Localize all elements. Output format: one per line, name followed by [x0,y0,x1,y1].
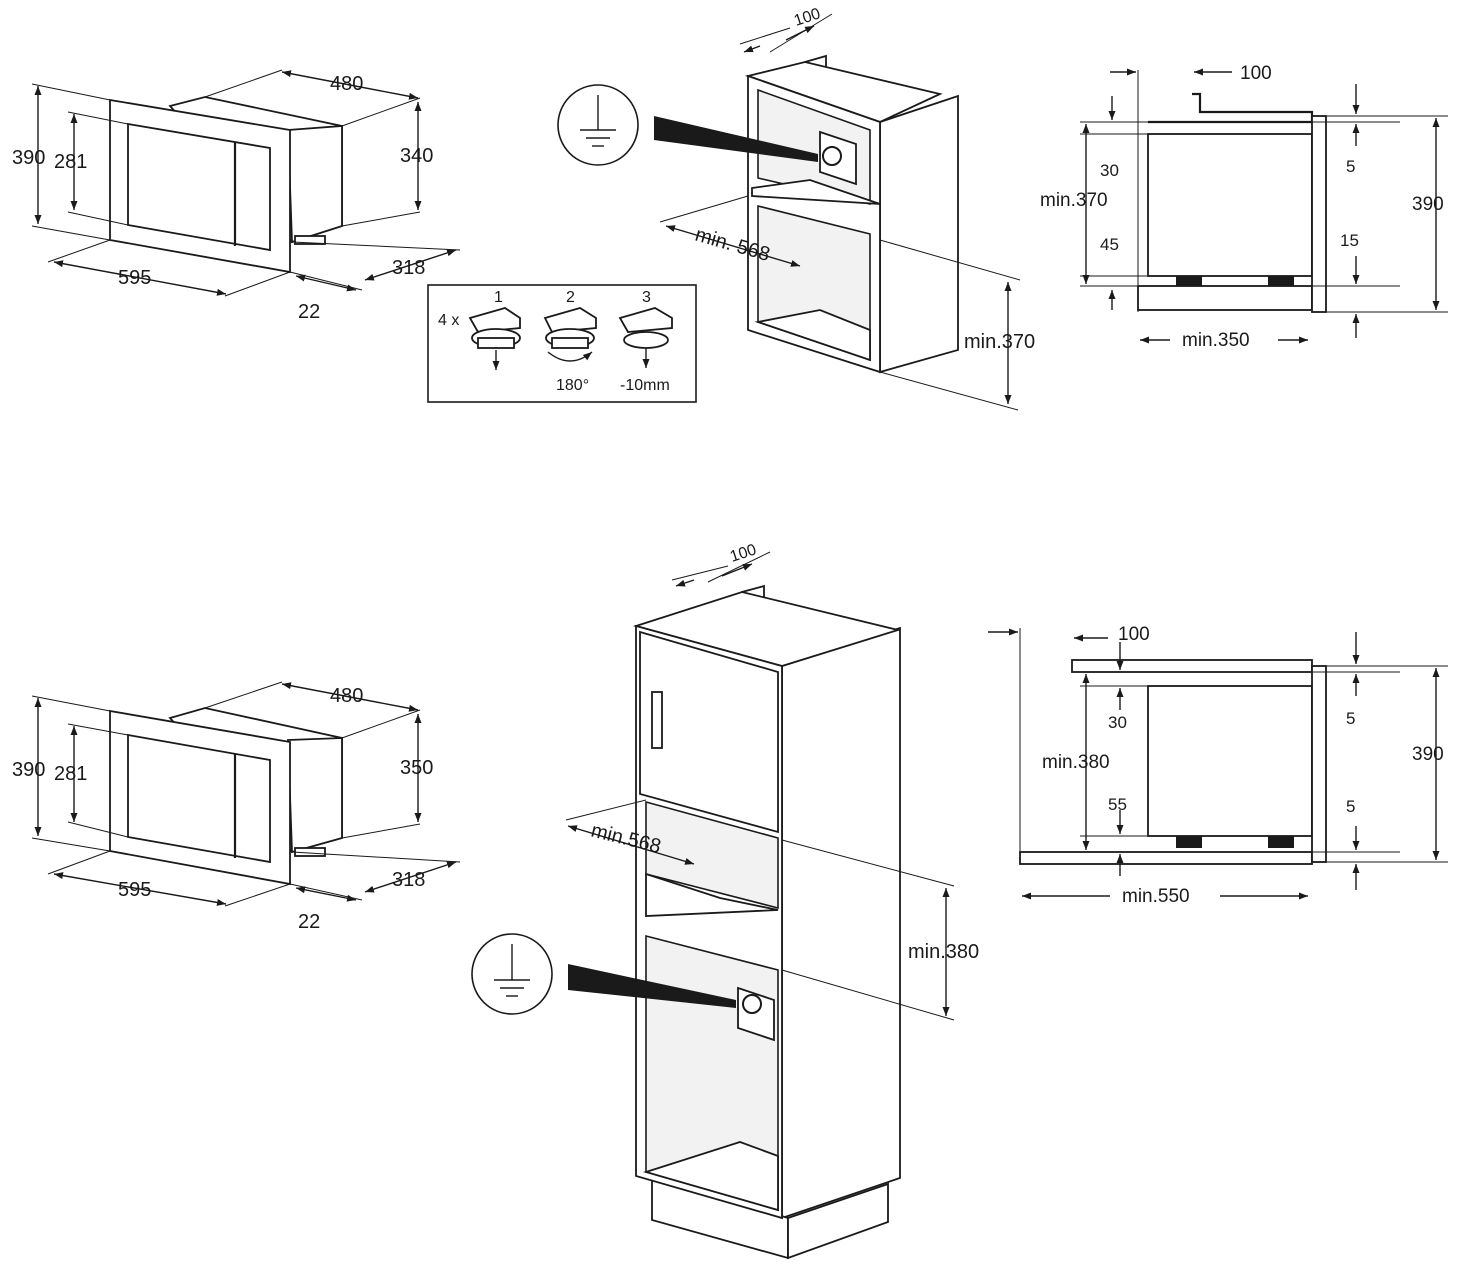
dim-width-b: 595 [118,879,151,901]
dim-frame: 22 [298,301,320,323]
section-depth: min.350 [1182,330,1250,351]
foot-2-icon [543,307,597,362]
section-right-top-b: 5 [1346,709,1355,728]
section-gap-b: 100 [1118,624,1150,645]
section-right-bottom: 15 [1340,231,1359,250]
dim-depth: 318 [392,257,425,279]
dim-inner-height: 281 [54,151,87,173]
cabinet-height-b: min.380 [908,941,979,963]
dim-body-height-b: 350 [400,757,433,779]
section-gap: 100 [1240,63,1272,84]
feet-adjust-panel: 4 x 1 2 3 180° -10mm [427,284,697,403]
dim-body-height: 340 [400,145,433,167]
dim-frame-b: 22 [298,911,320,933]
dim-height-b: 390 [12,759,45,781]
feet-rotate: 180° [556,377,589,394]
feet-step-1: 1 [494,289,503,306]
section-bottom-clear-b: 55 [1108,795,1127,814]
dim-depth-b: 318 [392,869,425,891]
dim-width-top: 480 [330,73,363,95]
section-top: 100 30 min.370 45 5 15 390 min.350 [1040,63,1448,351]
feet-step-3: 3 [642,289,651,306]
foot-1-icon [468,307,521,370]
section-total-b: 390 [1412,744,1444,765]
section-total: 390 [1412,194,1444,215]
dim-inner-height-b: 281 [54,763,87,785]
section-right-bottom-b: 5 [1346,797,1355,816]
dim-width-top-b: 480 [330,685,363,707]
feet-lower: -10mm [620,377,670,394]
feet-count: 4 x [438,312,459,329]
cabinet-top: 100 min. 568 min.370 [557,5,1035,411]
foot-3-icon [618,307,673,368]
door-handle [651,691,663,749]
cabinet-height: min.370 [964,331,1035,353]
microwave-bottom: 390 281 480 350 595 318 22 [12,681,461,933]
section-top-clear-b: 30 [1108,713,1127,732]
dim-height: 390 [12,147,45,169]
cabinet-bottom: 100 min.568 min.380 [471,541,979,1260]
ground-symbol-icon-b [471,933,553,1015]
section-right-top: 5 [1346,157,1355,176]
section-niche: min.370 [1040,190,1108,211]
microwave-top: 390 281 480 340 595 318 22 [12,69,461,323]
section-bottom-clear: 45 [1100,235,1119,254]
cabinet-gap: 100 [792,5,823,29]
dim-width: 595 [118,267,151,289]
section-depth-b: min.550 [1122,886,1190,907]
section-top-clear: 30 [1100,161,1119,180]
cabinet-gap-b: 100 [728,541,759,565]
socket-icon [822,146,842,166]
ground-symbol-icon [557,84,639,166]
section-bottom: 100 30 min.380 55 5 5 390 min.550 [988,624,1448,907]
section-niche-b: min.380 [1042,752,1110,773]
feet-step-2: 2 [566,289,575,306]
socket-icon-b [742,994,762,1014]
